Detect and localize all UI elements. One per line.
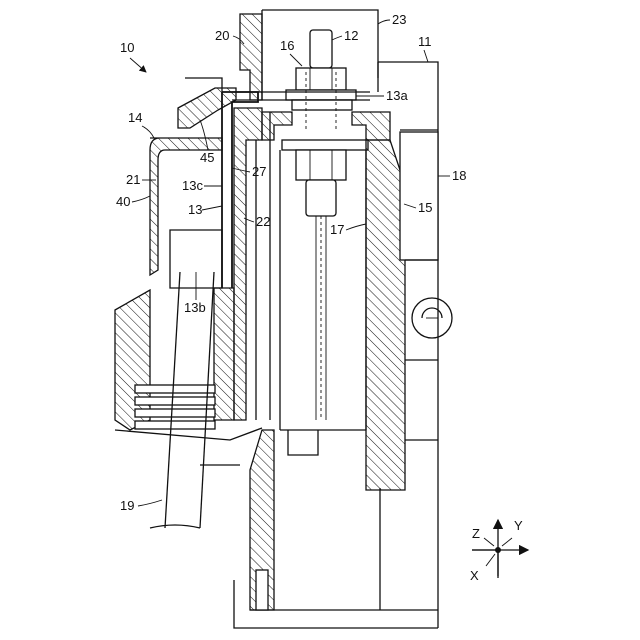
label-21: 21	[126, 172, 140, 187]
label-12: 12	[344, 28, 358, 43]
label-13a: 13a	[386, 88, 408, 103]
coordinate-axes: Z Y X	[470, 518, 528, 583]
lower-case	[234, 430, 438, 628]
label-17: 17	[330, 222, 344, 237]
reference-labels: 10 20 16 12 23 11 13a 14 45 21 13c 27 18…	[116, 12, 466, 513]
label-13b: 13b	[184, 300, 206, 315]
label-22: 22	[256, 214, 270, 229]
shoulder-ring	[352, 112, 390, 140]
shoulder-ring-left	[262, 112, 292, 140]
label-19: 19	[120, 498, 134, 513]
axis-x-label: X	[470, 568, 479, 583]
tube-22	[234, 108, 262, 420]
block-18	[400, 132, 452, 338]
axis-y-label: Y	[514, 518, 523, 533]
label-23: 23	[392, 12, 406, 27]
label-13c: 13c	[182, 178, 203, 193]
axis-z-label: Z	[472, 526, 480, 541]
label-18: 18	[452, 168, 466, 183]
label-11: 11	[418, 34, 432, 49]
label-13: 13	[188, 202, 202, 217]
inner-nut	[282, 140, 368, 216]
label-15: 15	[418, 200, 432, 215]
bolt-12	[286, 30, 356, 130]
label-40: 40	[116, 194, 130, 209]
label-45: 45	[200, 150, 214, 165]
sleeve-15	[366, 140, 405, 490]
label-20: 20	[215, 28, 229, 43]
wall-20	[240, 14, 262, 100]
label-10: 10	[120, 40, 134, 55]
label-14: 14	[128, 110, 142, 125]
label-16: 16	[280, 38, 294, 53]
label-27: 27	[252, 164, 266, 179]
